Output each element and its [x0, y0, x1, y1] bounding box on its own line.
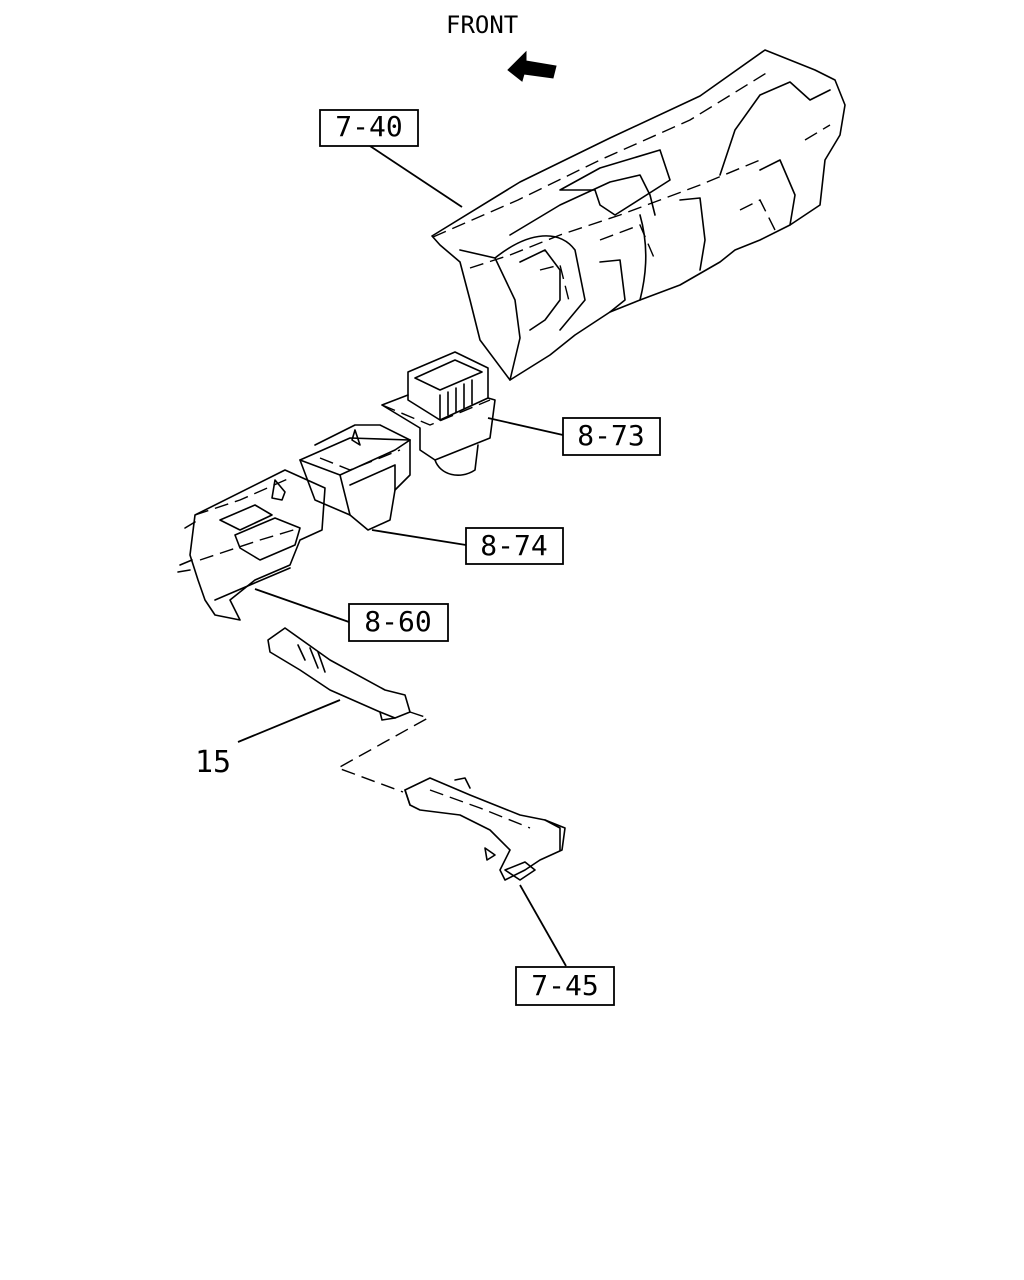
callout-7-45: 7-45 — [531, 969, 598, 1002]
callout-box — [348, 603, 449, 642]
front-arrow-icon — [507, 50, 557, 82]
connection-line — [336, 711, 430, 793]
leader-line — [237, 699, 341, 743]
floor-duct — [404, 777, 566, 881]
rear-duct — [267, 627, 411, 721]
callout-8-73: 8-73 — [577, 419, 644, 452]
vent-assembly-upper — [381, 351, 496, 476]
leader-line — [371, 529, 467, 546]
dashboard-panel — [431, 49, 846, 381]
heater-unit — [177, 469, 326, 621]
leader-line — [254, 588, 350, 623]
callout-box — [465, 527, 564, 565]
leader-line — [487, 417, 564, 436]
callout-7-40: 7-40 — [335, 110, 402, 143]
callout-15: 15 — [195, 745, 231, 780]
leader-line — [519, 884, 567, 967]
callout-8-60: 8-60 — [364, 605, 431, 638]
callout-box — [515, 966, 615, 1006]
callout-8-74: 8-74 — [480, 529, 547, 562]
callout-box — [319, 109, 419, 147]
callout-box — [562, 417, 661, 456]
front-label: FRONT — [446, 11, 518, 39]
leader-line — [369, 145, 463, 208]
duct-middle — [299, 424, 411, 531]
